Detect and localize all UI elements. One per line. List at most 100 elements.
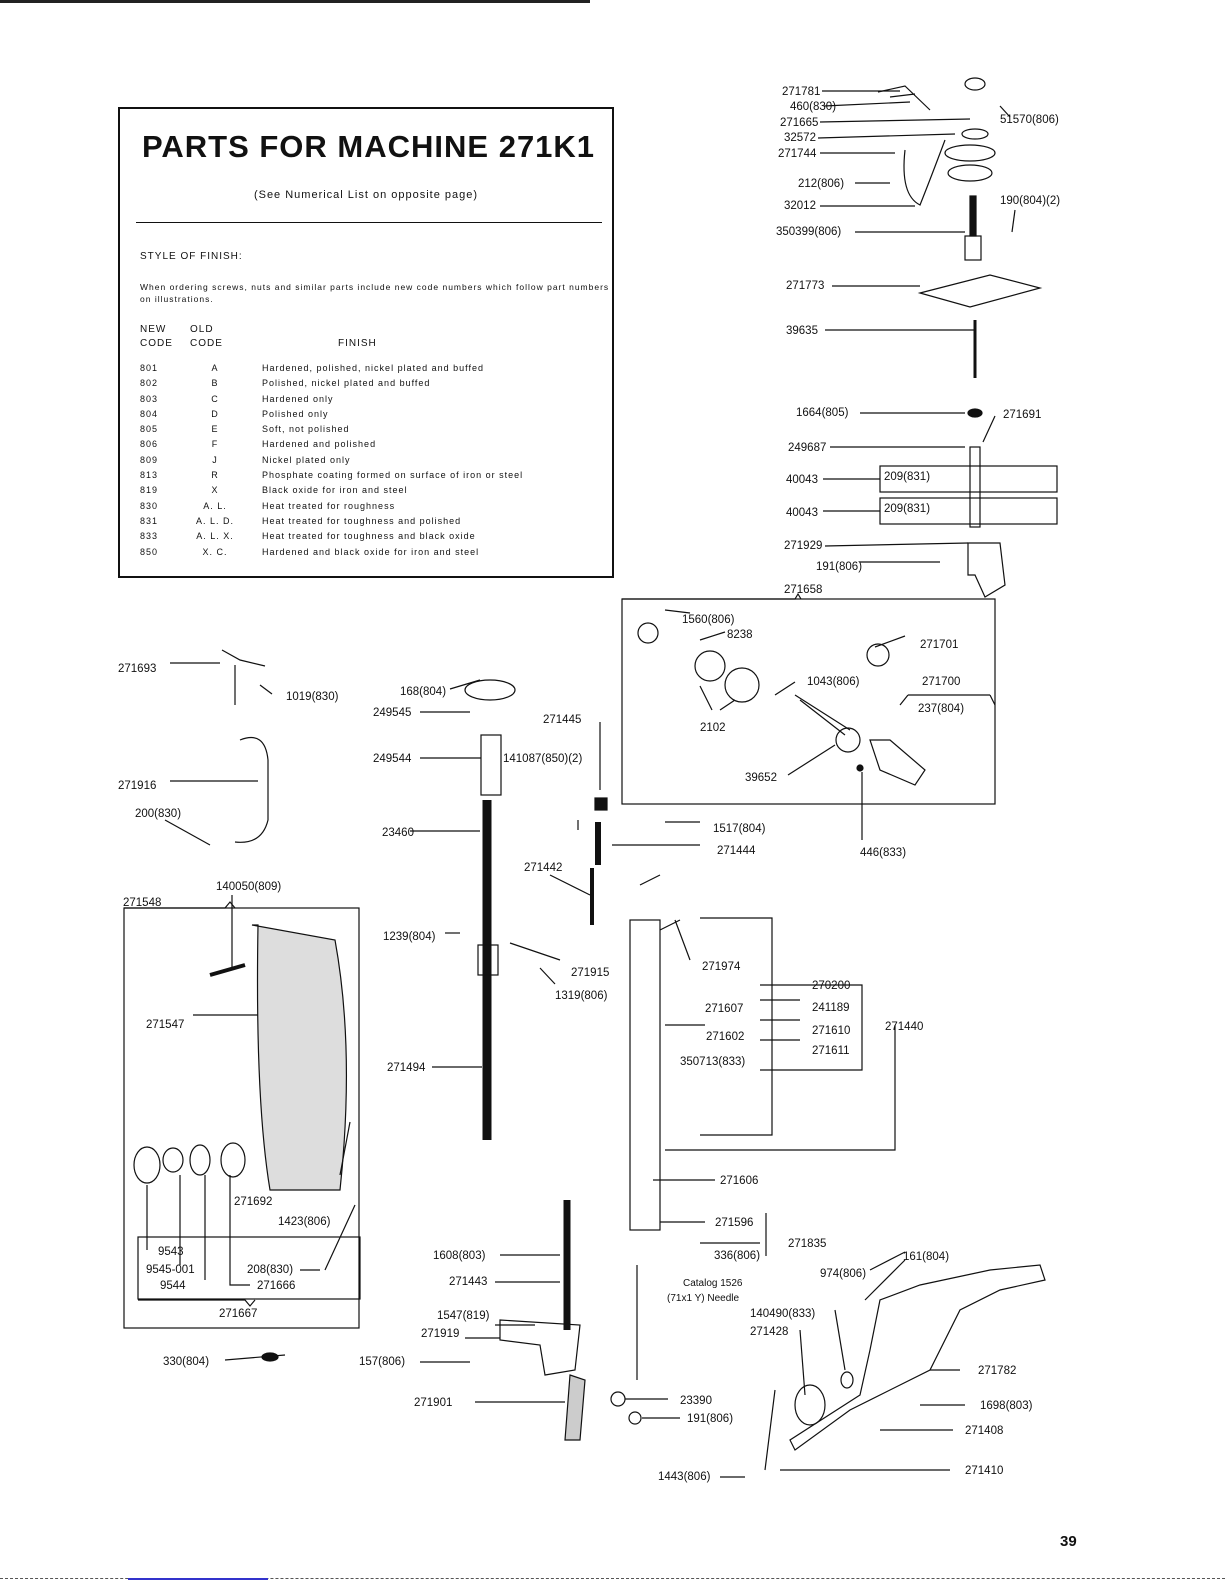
part-label: 271665 [780,117,819,129]
part-label: 208(830) [247,1264,294,1276]
part-label: 1698(803) [980,1400,1033,1412]
part-label: 212(806) [798,178,845,190]
part-label: 23390 [680,1395,712,1407]
part-label: 271610 [812,1025,851,1037]
part-label: 191(806) [816,561,863,573]
part-label: (71x1 Y) Needle [667,1293,740,1304]
bottom-link-underline [128,1578,268,1580]
style-of-finish-box: PARTS FOR MACHINE 271K1 (See Numerical L… [118,107,614,578]
part-label: 974(806) [820,1268,867,1280]
part-label: 39652 [745,772,777,784]
part-label: 40043 [786,474,818,486]
part-label: 336(806) [714,1250,761,1262]
part-label: 9543 [158,1246,184,1258]
ordering-note: When ordering screws, nuts and similar p… [140,282,610,304]
part-label: 237(804) [918,703,965,715]
part-label: 271440 [885,1021,924,1033]
part-label: 249544 [373,753,412,765]
part-label: 271596 [715,1217,754,1229]
part-label: 161(804) [903,1251,950,1263]
part-label: 23460 [382,827,414,839]
part-label: 271408 [965,1425,1004,1437]
part-label: 40043 [786,507,818,519]
part-label: 271744 [778,148,817,160]
part-label: 140490(833) [750,1308,816,1320]
divider [136,222,602,223]
part-label: 51570(806) [1000,114,1059,126]
part-label: 191(806) [687,1413,734,1425]
part-label: 1560(806) [682,614,735,626]
part-label: 249687 [788,442,827,454]
part-label: 271606 [720,1175,759,1187]
part-label: 460(830) [790,101,837,113]
part-label: 241189 [812,1002,850,1014]
part-label: 190(804)(2) [1000,195,1061,207]
part-label: 271693 [118,663,157,675]
part-label: 271773 [786,280,825,292]
part-label: 271974 [702,961,741,973]
part-label: 446(833) [860,847,907,859]
part-label: 1019(830) [286,691,339,703]
part-label: 271835 [788,1238,827,1250]
part-label: 350399(806) [776,226,842,238]
part-label: 271611 [812,1045,850,1057]
part-label: 271919 [421,1328,460,1340]
part-label: 9544 [160,1280,186,1292]
part-label: 271547 [146,1019,185,1031]
page-number: 39 [1060,1533,1077,1550]
part-label: 1664(805) [796,407,849,419]
part-label: 271548 [123,897,162,909]
part-label: 249545 [373,707,412,719]
finish-header: FINISH [338,338,377,349]
part-label: 271494 [387,1062,426,1074]
part-label: 141087(850)(2) [503,753,583,765]
part-label: 271442 [524,862,563,874]
part-label: 271607 [705,1003,744,1015]
part-label: 271929 [784,540,823,552]
part-label: 271667 [219,1308,258,1320]
part-label: 209(831) [884,471,931,483]
part-label: 1319(806) [555,990,608,1002]
old-code-header: OLD CODE [190,324,223,349]
part-label: 271658 [784,584,823,596]
part-label: 32012 [784,200,816,212]
part-label: 168(804) [400,686,447,698]
top-rule [0,0,590,3]
part-label: 271916 [118,780,157,792]
subtitle: (See Numerical List on opposite page) [253,189,479,201]
part-label: 271444 [717,845,756,857]
part-label: 271445 [543,714,582,726]
part-label: 271692 [234,1196,273,1208]
part-label: 200(830) [135,808,182,820]
new-code-header: NEW CODE [140,324,173,349]
part-label: 271701 [920,639,959,651]
part-label: 271666 [257,1280,296,1292]
part-label: 1443(806) [658,1471,711,1483]
part-label: 1239(804) [383,931,436,943]
bottom-rule [0,1578,1225,1579]
part-label: 157(806) [359,1356,406,1368]
part-label: 1517(804) [713,823,766,835]
part-label: 9545-001 [146,1264,195,1276]
part-label: 271691 [1003,409,1042,421]
part-label: 1043(806) [807,676,860,688]
page-title: PARTS FOR MACHINE 271K1 [142,129,596,164]
part-label: 350713(833) [680,1056,746,1068]
part-label: 271782 [978,1365,1017,1377]
part-label: 32572 [784,132,816,144]
part-label: 2102 [700,722,726,734]
part-label: 271915 [571,967,610,979]
part-label: 271781 [782,86,821,98]
part-label: Catalog 1526 [683,1278,743,1289]
